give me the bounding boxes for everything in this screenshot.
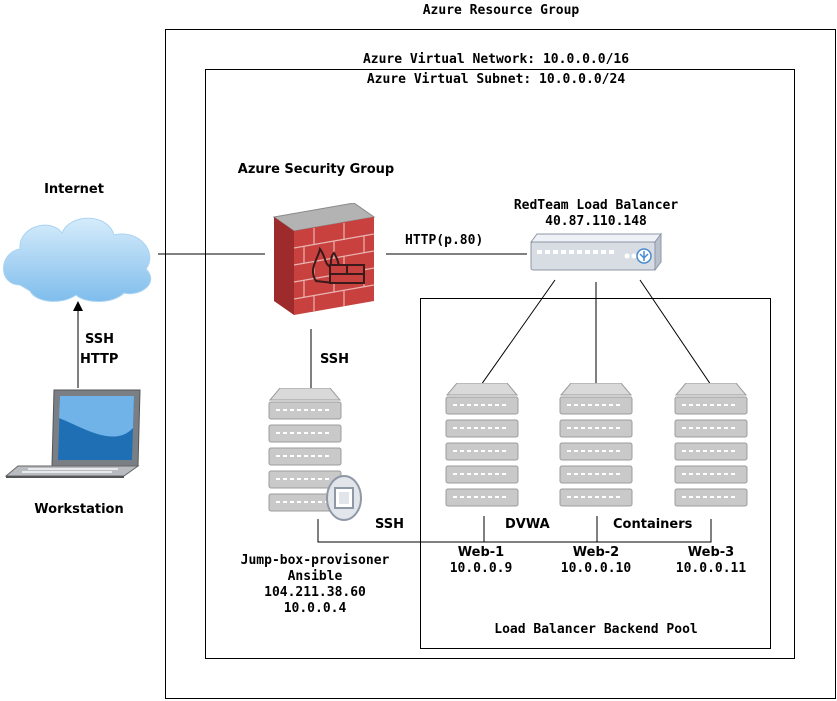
lb-web1-link [480, 279, 556, 386]
jumpbox-name-label: Jump-box-provisoner [240, 553, 390, 568]
lb-ip-label: 40.87.110.148 [545, 214, 647, 229]
web1-ip-label: 10.0.0.9 [449, 561, 513, 576]
web2-ip-label: 10.0.0.10 [560, 561, 632, 576]
server-icon [674, 383, 748, 507]
server-icon [445, 383, 519, 507]
vnet-label: Azure Virtual Network: 10.0.0.0/16 [362, 52, 630, 67]
ws-ssh-label: SSH [85, 332, 115, 347]
resource-group-label: Azure Resource Group [422, 3, 580, 18]
web2-name-label: Web-2 [572, 545, 620, 560]
ssh-bus-line [317, 519, 712, 543]
dvwa-label: DVWA [505, 517, 550, 532]
http-link-label: HTTP(p.80) [405, 233, 484, 248]
laptop-icon [4, 389, 141, 478]
web3-name-label: Web-3 [687, 545, 735, 560]
jumpbox-public-ip-label: 104.211.38.60 [264, 585, 366, 600]
web3-ip-label: 10.0.0.11 [675, 561, 747, 576]
workstation-label: Workstation [34, 502, 124, 517]
lb-name-label: RedTeam Load Balancer [513, 198, 679, 213]
firewall-ssh-label: SSH [320, 352, 350, 367]
subnet-label: Azure Virtual Subnet: 10.0.0.0/24 [366, 72, 626, 87]
jumpbox-server-icon [268, 388, 362, 521]
jumpbox-role-label: Ansible [287, 569, 343, 584]
containers-label: Containers [613, 517, 693, 532]
jumpbox-private-ip-label: 10.0.0.4 [283, 601, 347, 616]
cloud-icon [3, 217, 152, 302]
resource-group-box [165, 29, 836, 699]
backend-pool-label: Load Balancer Backend Pool [494, 622, 698, 637]
vnet-box [205, 69, 795, 659]
ws-http-label: HTTP [80, 352, 119, 367]
jumpbox-ssh-label: SSH [375, 517, 405, 532]
firewall-icon [272, 203, 376, 315]
web1-name-label: Web-1 [457, 545, 505, 560]
lb-web3-link [639, 279, 712, 386]
internet-label: Internet [44, 182, 104, 197]
security-group-label: Azure Security Group [237, 162, 395, 177]
arrow-head-icon [73, 301, 83, 311]
load-balancer-icon [530, 232, 662, 272]
server-icon [559, 383, 633, 507]
